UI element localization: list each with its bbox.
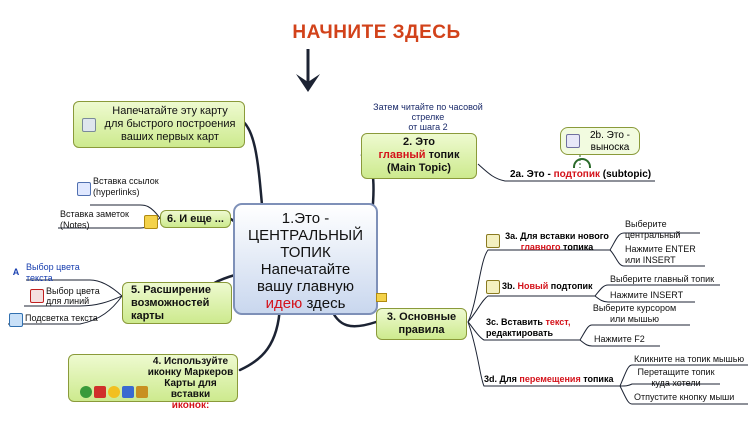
flag-icon xyxy=(94,386,106,398)
3c-child-1[interactable]: Выберите курсором или мышью xyxy=(592,303,677,324)
callout-2b[interactable]: 2b. Это - выноска xyxy=(560,127,640,155)
line-color-item[interactable]: Выбор цвета для линий xyxy=(30,286,106,306)
central-topic[interactable]: 1.Это - ЦЕНТРАЛЬНЫЙ ТОПИК Напечатайте ва… xyxy=(233,203,378,315)
topic-5-extend[interactable]: 5. Расширение возможностей карты xyxy=(122,282,232,324)
3d-child-3[interactable]: Отпустите кнопку мыши xyxy=(634,392,735,402)
line-color-icon xyxy=(30,289,44,303)
3a-child-2[interactable]: Нажмите ENTER или INSERT xyxy=(625,244,696,265)
clock-icon xyxy=(80,386,92,398)
subtopic-3c[interactable]: 3c. Вставить текст, редактировать xyxy=(486,317,571,338)
topic-6-more[interactable]: 6. И еще ... xyxy=(160,210,231,228)
note-icon xyxy=(376,293,387,302)
page-title: НАЧНИТЕ ЗДЕСЬ xyxy=(292,22,461,43)
text-color-item[interactable]: A Выбор цвета текста xyxy=(13,262,106,284)
subtopic-3b[interactable]: 3b. Новый подтопик xyxy=(486,280,593,294)
topic-main-topic[interactable]: 2. Это главный топик (Main Topic) xyxy=(361,133,477,179)
subtopic-3a[interactable]: 3a. Для вставки нового главного топика xyxy=(486,231,612,253)
3b-child-1[interactable]: Выберите главный топик xyxy=(610,274,715,284)
note-icon xyxy=(144,215,158,229)
pin-icon xyxy=(566,134,580,148)
topic-print-map[interactable]: Напечатайте эту карту для быстрого постр… xyxy=(73,101,245,148)
branch-topic4 xyxy=(238,304,282,372)
marker-icons xyxy=(80,386,156,398)
wifi-icon xyxy=(573,158,591,168)
3c-child-2[interactable]: Нажмите F2 xyxy=(594,334,645,344)
smiley-icon xyxy=(108,386,120,398)
arrow-icon xyxy=(122,386,134,398)
reading-order-note: Затем читайте по часовой стрелке от шага… xyxy=(373,102,483,132)
3d-child-1[interactable]: Кликните на топик мышью xyxy=(634,354,745,364)
hyperlinks-item[interactable]: Вставка ссылок (hyperlinks) xyxy=(77,176,163,198)
highlight-icon xyxy=(9,313,23,327)
insert-subtopic-icon xyxy=(486,280,500,294)
star-icon xyxy=(136,386,148,398)
insert-topic-icon xyxy=(486,234,500,248)
subtopic-3d[interactable]: 3d. Для перемещения топика xyxy=(484,374,614,384)
3d-child-2[interactable]: Перетащите топик куда хотели xyxy=(637,367,715,388)
3b-child-2[interactable]: Нажмите INSERT xyxy=(610,290,684,300)
hyperlink-icon xyxy=(77,182,91,196)
topic-3-rules[interactable]: 3. Основные правила xyxy=(376,308,467,340)
highlight-item[interactable]: Подсветка текста xyxy=(9,313,115,327)
printer-icon xyxy=(82,118,96,132)
notes-item[interactable]: Вставка заметок (Notes) xyxy=(60,209,158,231)
subtopic-2a[interactable]: 2a. Это - подтопик (subtopic) xyxy=(510,169,652,180)
3a-child-1[interactable]: Выберите центральный xyxy=(625,219,681,240)
down-arrow-icon xyxy=(296,49,320,92)
text-color-icon: A xyxy=(12,267,20,277)
